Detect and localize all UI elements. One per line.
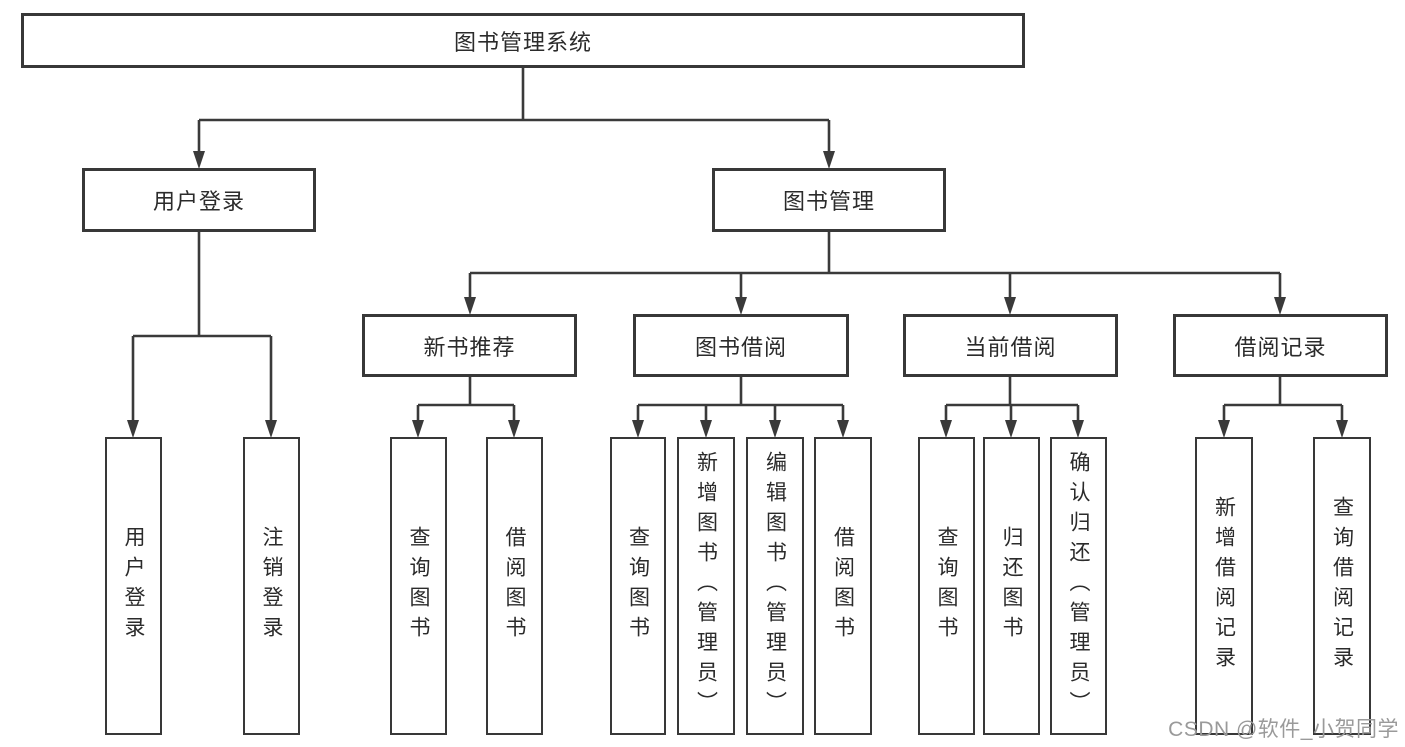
node-new-book-recommend: 新书推荐 — [362, 314, 577, 377]
leaf-user-login-label: 用户登录 — [122, 526, 145, 646]
node-book-management: 图书管理 — [712, 168, 946, 232]
leaf-query-borrow-record-label: 查询借阅记录 — [1330, 496, 1354, 676]
leaf-borrow-books-label: 借阅图书 — [831, 526, 855, 646]
node-borrow-records: 借阅记录 — [1173, 314, 1388, 377]
leaf-borrow-books: 借阅图书 — [814, 437, 872, 735]
leaf-return-book: 归还图书 — [983, 437, 1040, 735]
node-book-management-label: 图书管理 — [782, 189, 875, 214]
leaf-return-book-label: 归还图书 — [1000, 526, 1023, 646]
leaf-add-book-admin: 新增图书（管理员） — [677, 437, 735, 735]
node-book-borrow-label: 图书借阅 — [694, 334, 787, 360]
leaf-user-login: 用户登录 — [105, 437, 162, 735]
leaf-query-books-borrow-label: 查询图书 — [626, 526, 650, 646]
node-current-borrow-label: 当前借阅 — [964, 334, 1057, 360]
node-root-label: 图书管理系统 — [453, 29, 592, 55]
leaf-query-books-recommend: 查询图书 — [390, 437, 447, 735]
leaf-query-books-current-label: 查询图书 — [935, 526, 958, 646]
node-root-system: 图书管理系统 — [21, 13, 1025, 68]
leaf-add-borrow-record: 新增借阅记录 — [1195, 437, 1253, 735]
leaf-borrow-books-recommend: 借阅图书 — [486, 437, 543, 735]
leaf-query-books-borrow: 查询图书 — [610, 437, 666, 735]
leaf-confirm-return-admin: 确认归还（管理员） — [1050, 437, 1107, 735]
node-book-borrow: 图书借阅 — [633, 314, 849, 377]
leaf-query-books-current: 查询图书 — [918, 437, 975, 735]
csdn-watermark: CSDN @软件_小贺同学 — [1168, 718, 1399, 741]
leaf-query-borrow-record: 查询借阅记录 — [1313, 437, 1371, 735]
leaf-add-borrow-record-label: 新增借阅记录 — [1212, 496, 1236, 676]
leaf-edit-book-admin-label: 编辑图书（管理员） — [763, 451, 787, 721]
node-user-login: 用户登录 — [82, 168, 316, 232]
node-user-login-label: 用户登录 — [152, 189, 245, 214]
leaf-add-book-admin-label: 新增图书（管理员） — [694, 451, 718, 721]
node-new-book-recommend-label: 新书推荐 — [423, 334, 516, 360]
leaf-logout-label: 注销登录 — [260, 526, 283, 646]
leaf-query-books-recommend-label: 查询图书 — [407, 526, 430, 646]
leaf-edit-book-admin: 编辑图书（管理员） — [746, 437, 804, 735]
node-current-borrow: 当前借阅 — [903, 314, 1118, 377]
node-borrow-records-label: 借阅记录 — [1234, 334, 1327, 360]
leaf-logout: 注销登录 — [243, 437, 300, 735]
leaf-borrow-books-recommend-label: 借阅图书 — [503, 526, 526, 646]
leaf-confirm-return-admin-label: 确认归还（管理员） — [1067, 451, 1090, 721]
